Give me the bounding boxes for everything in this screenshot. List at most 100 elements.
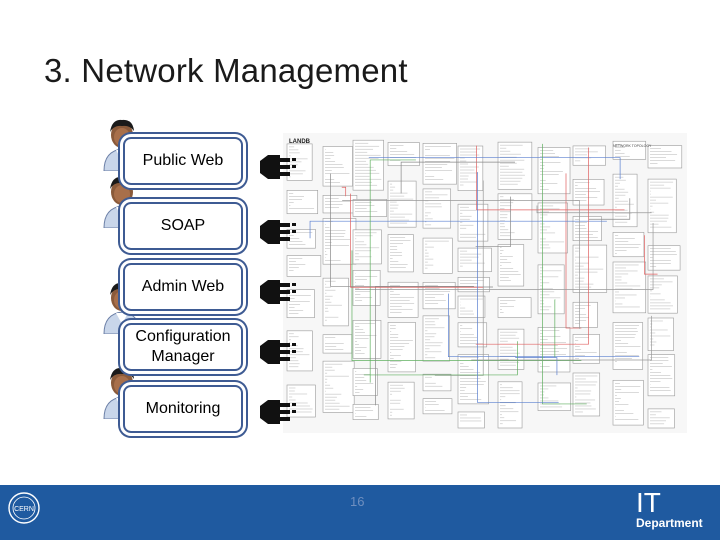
- schema-table: [352, 404, 379, 420]
- footer-bar: [0, 485, 720, 540]
- schema-relation-line: [644, 235, 658, 275]
- schema-relation-line: [475, 196, 512, 247]
- schema-table: [572, 372, 601, 417]
- schema-table: [612, 322, 644, 370]
- schema-table: [352, 320, 382, 359]
- schema-table: [422, 188, 452, 229]
- schema-table: [457, 295, 486, 318]
- interface-label: Public Web: [142, 152, 224, 169]
- schema-table: [422, 373, 452, 392]
- schema-table: [352, 139, 384, 191]
- schema-table: [422, 237, 453, 274]
- plug-icon: [260, 280, 296, 304]
- plug-icon: [260, 400, 296, 424]
- schema-relation-line: [355, 222, 654, 290]
- interface-label: SOAP: [160, 217, 206, 234]
- diagram-sub-label: NETWORK TOPOLOGY: [613, 144, 652, 148]
- schema-table: [286, 255, 322, 277]
- schema-table: [647, 354, 676, 397]
- schema-table: [647, 408, 675, 429]
- cern-logo-text: CERN: [14, 506, 34, 513]
- schema-table: [537, 382, 571, 411]
- schema-relation-line: [309, 220, 607, 239]
- plug-icon: [260, 340, 296, 364]
- schema-table: [387, 322, 416, 373]
- schema-table: [612, 379, 644, 426]
- schema-table: [612, 261, 647, 314]
- schema-table: [537, 202, 568, 254]
- it-department-logo: IT Department: [636, 487, 703, 530]
- schema-table: [387, 281, 419, 318]
- schema-table: [457, 411, 485, 429]
- page-number: 16: [350, 494, 365, 509]
- interface-box-soap: SOAP: [123, 202, 243, 250]
- schema-relation-line: [536, 205, 652, 214]
- schema-table: [286, 289, 315, 319]
- interface-label: Configuration Manager: [135, 328, 231, 365]
- schema-relation-line: [554, 299, 556, 358]
- schema-table: [612, 173, 638, 228]
- schema-relation-line: [476, 145, 625, 211]
- schema-relation-line: [448, 293, 640, 358]
- schema-table: [647, 275, 678, 314]
- schema-relation-line: [471, 315, 652, 361]
- schema-table: [497, 328, 525, 370]
- schema-table: [387, 234, 414, 273]
- diagram-header: LANDB: [289, 139, 311, 145]
- schema-table: [457, 277, 490, 293]
- schema-relation-line: [565, 173, 582, 329]
- interface-label: Monitoring: [145, 400, 221, 417]
- schema-relation-line: [477, 172, 559, 403]
- schema-table: [572, 244, 608, 293]
- schema-relation-line: [350, 193, 483, 288]
- schema-table: [497, 381, 523, 429]
- schema-table: [322, 360, 355, 413]
- schema-table: [572, 301, 598, 328]
- cern-logo-icon: CERN: [8, 492, 40, 524]
- schema-table: [286, 190, 319, 215]
- interface-box-public-web: Public Web: [123, 137, 243, 185]
- interface-box-admin-web: Admin Web: [123, 263, 243, 311]
- schema-table: [497, 141, 533, 190]
- interface-box-configuration-manager: Configuration Manager: [123, 323, 243, 371]
- schema-table: [352, 368, 378, 396]
- schema-relation-line: [369, 159, 416, 383]
- schema-relation-line: [542, 143, 587, 405]
- schema-table: [387, 381, 415, 420]
- schema-relation-line: [368, 157, 621, 180]
- schema-table: [612, 140, 647, 160]
- schema-table: [572, 145, 606, 166]
- schema-table: [422, 315, 450, 362]
- schema-table: [497, 193, 533, 240]
- schema-table: [647, 317, 674, 351]
- schema-relation-line: [341, 186, 347, 197]
- schema-table: [497, 297, 532, 318]
- schema-relation-line: [363, 341, 518, 376]
- schema-table: [457, 145, 484, 191]
- plug-icon: [260, 155, 296, 179]
- it-logo-big: IT: [636, 487, 661, 518]
- schema-table: [352, 229, 382, 265]
- interface-box-monitoring: Monitoring: [123, 385, 243, 433]
- database-schema-diagram: LANDB NETWORK TOPOLOGY: [283, 133, 687, 433]
- it-logo-small: Department: [636, 516, 703, 530]
- schema-table: [537, 147, 571, 195]
- schema-table: [387, 180, 417, 228]
- schema-relation-line: [475, 147, 589, 345]
- schema-relation-line: [515, 357, 558, 376]
- schema-relation-line: [342, 200, 580, 329]
- schema-relation-line: [588, 198, 631, 220]
- plug-icon: [260, 220, 296, 244]
- schema-relation-line: [400, 161, 515, 194]
- schema-table: [497, 244, 525, 287]
- schema-table: [647, 145, 683, 169]
- schema-table: [422, 143, 457, 185]
- schema-table: [422, 398, 453, 415]
- slide-title: 3. Network Management: [44, 52, 408, 89]
- schema-table: [286, 384, 316, 418]
- schema-relation-line: [330, 173, 474, 287]
- interface-label: Admin Web: [141, 278, 225, 295]
- schema-table: [322, 218, 357, 265]
- schema-table: [572, 334, 600, 364]
- schema-relation-line: [434, 180, 484, 376]
